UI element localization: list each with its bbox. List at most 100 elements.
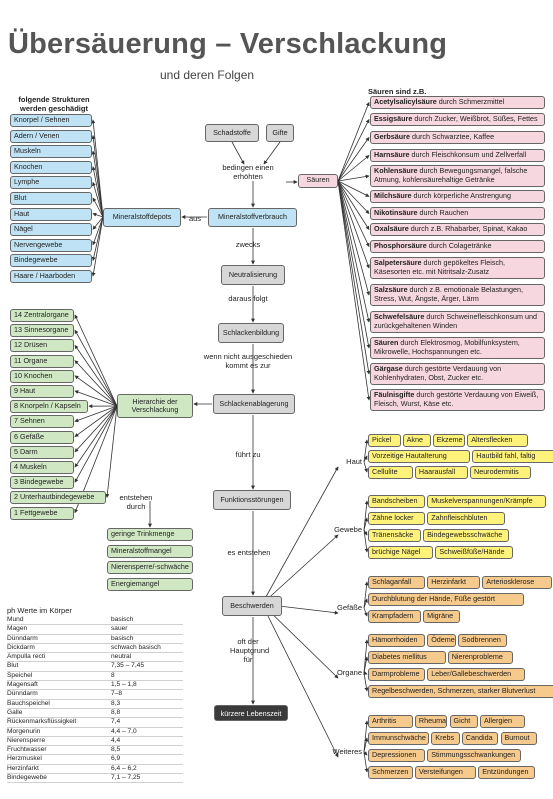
zwecks-label: zwecks	[235, 240, 261, 249]
saeuren-box: Säuren	[298, 174, 338, 188]
acid-item: Kohlensäure durch Bewegungsmangel, falsc…	[370, 165, 545, 187]
ph-value: 7,4	[111, 717, 183, 728]
connector-arrow	[363, 598, 368, 609]
lebenszeit-box: kürzere Lebenszeit	[214, 705, 288, 721]
connector-arrow	[337, 174, 370, 182]
connector-arrow	[91, 150, 104, 218]
structure-item: Muskeln	[10, 145, 92, 159]
ph-value: 4,4	[111, 736, 183, 747]
symptom-item: Diabetes mellitus	[368, 651, 446, 664]
fuehrt-label: führt zu	[235, 450, 261, 459]
symptom-item: Hämorrhoiden	[368, 634, 426, 647]
ph-site: Dickdarm	[7, 643, 111, 654]
symptom-item: Allergien	[480, 715, 525, 728]
acid-desc: durch Schmerzmittel	[436, 97, 505, 106]
hierarchy-item: 13 Sinnesorgane	[10, 324, 74, 338]
symptom-item: brüchige Nägel	[368, 546, 434, 559]
symptom-item: Depressionen	[368, 749, 426, 762]
acid-name: Harnsäure	[374, 150, 410, 159]
acid-name: Oxalsäure	[374, 224, 409, 233]
hierarchy-item: 10 Knochen	[10, 369, 74, 383]
connector-arrow	[337, 180, 370, 231]
acid-name: Schwefelsäure	[374, 312, 425, 321]
connector-arrow	[337, 118, 370, 182]
acid-name: Salpetersäure	[374, 258, 422, 267]
symptom-item: Burnout	[500, 732, 538, 745]
cause-item: geringe Trinkmenge	[107, 528, 193, 541]
connector-arrow	[363, 751, 368, 756]
connector-arrow	[337, 180, 371, 296]
acid-desc: durch Schweinefleischkonsum und zurückge…	[374, 312, 538, 330]
daraus-label: daraus folgt	[228, 294, 268, 303]
symptom-item: Pickel	[368, 434, 401, 447]
connector-arrow	[261, 534, 339, 605]
ph-site: Morgenurin	[7, 727, 111, 737]
acid-item: Gerbsäure durch Schwarztee, Kaffee	[370, 131, 545, 144]
symptom-item: Herzinfarkt	[427, 576, 481, 589]
acid-name: Phosphorsäure	[374, 241, 427, 250]
symptom-item: Stimmungsschwankungen	[427, 749, 522, 762]
connector-arrow	[337, 180, 371, 323]
connector-arrow	[337, 180, 370, 269]
symptom-item: Zähne locker	[368, 512, 426, 525]
connector-arrow	[363, 751, 369, 773]
symptom-item: Ödeme	[427, 634, 456, 647]
ph-site: Magensaft	[7, 680, 111, 691]
ph-value: 8	[111, 671, 183, 682]
acid-item: Essigsäure durch Zucker, Weißbrot, Süßes…	[370, 113, 545, 126]
schadstoffe-box: Schadstoffe	[205, 124, 259, 142]
ph-site: Herzmuskel	[7, 754, 111, 765]
group-label: Gewebe	[334, 525, 362, 534]
connector-arrow	[74, 329, 118, 407]
structure-item: Bindegewebe	[10, 254, 92, 268]
structure-item: Haut	[10, 207, 92, 221]
connector-arrow	[363, 672, 369, 692]
cause-item: Nierensperre/-schwäche	[107, 561, 193, 575]
cause-item: Energiemangel	[107, 577, 193, 591]
symptom-item: Krebs	[431, 732, 460, 745]
acid-item: Säuren durch Elektrosmog, Mobilfunksyste…	[370, 337, 545, 359]
symptom-item: Haarausfall	[414, 466, 468, 479]
ph-site: Dünndarm	[7, 634, 111, 644]
symptom-item: Vorzeitige Hautalterung	[368, 450, 471, 463]
ph-site: Fruchtwasser	[7, 745, 111, 756]
acid-name: Kohlensäure	[374, 166, 418, 175]
connector-arrow	[231, 141, 245, 165]
acid-desc: durch Fleischkonsum und Zellverfall	[409, 150, 527, 159]
connector-arrow	[92, 216, 104, 246]
acid-desc: durch Bewegungsmangel, falsche Atmung, k…	[374, 166, 528, 184]
acid-desc: durch Colagetränke	[426, 241, 492, 250]
symptom-item: Zahnfleischbluten	[427, 512, 505, 525]
connector-arrow	[91, 216, 104, 277]
connector-arrow	[74, 405, 118, 468]
connector-arrow	[92, 197, 104, 218]
connector-arrow	[74, 405, 118, 453]
connector-arrow	[363, 461, 368, 473]
neutralisierung-box: Neutralisierung	[221, 265, 285, 285]
connector-arrow	[363, 500, 369, 531]
symptom-item: Nierenprobleme	[447, 651, 514, 664]
acid-name: Säuren	[374, 338, 399, 347]
acid-item: Salpetersäure durch gepökeltes Fleisch, …	[370, 257, 545, 279]
symptom-item: Leber/Gallebeschwerden	[427, 668, 526, 681]
entstehen-label: entstehen durch	[119, 493, 153, 511]
connector-arrow	[363, 581, 369, 609]
acid-name: Acetylsalicylsäure	[374, 97, 437, 106]
schlackenbildung-box: Schlackenbildung	[218, 323, 284, 343]
acid-item: Nikotinsäure durch Rauchen	[370, 207, 545, 220]
connector-arrow	[74, 390, 118, 407]
hierarchy-item: 14 Zentralorgane	[10, 309, 74, 322]
symptom-item: Immunschwäche	[368, 732, 430, 745]
hierarchy-item: 7 Sehnen	[10, 415, 74, 429]
